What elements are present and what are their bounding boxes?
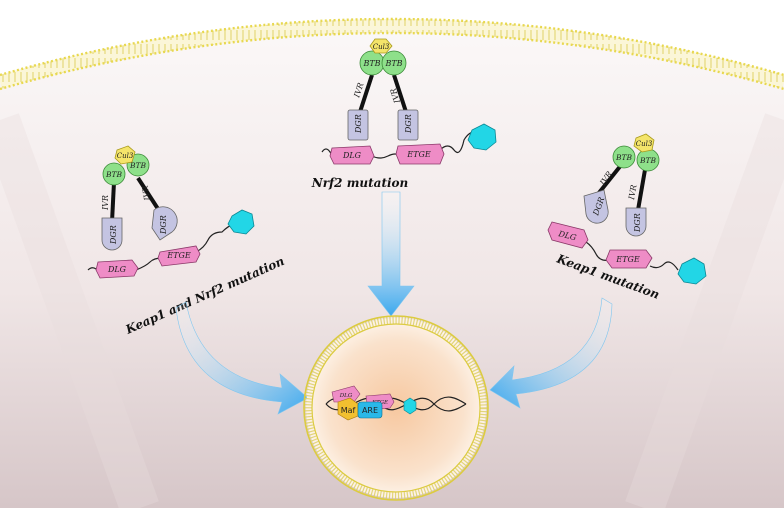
- svg-text:BTB: BTB: [615, 153, 633, 162]
- ivr-label: IVR: [101, 195, 110, 211]
- dgr-domain: DGR: [583, 189, 609, 224]
- cul3-domain: Cul3: [633, 133, 655, 153]
- transcription-complex: DLG ETGE Maf ARE: [331, 385, 417, 421]
- svg-text:DGR: DGR: [159, 215, 168, 235]
- svg-text:Cul3: Cul3: [373, 43, 390, 51]
- dlg-domain: DLG: [329, 145, 375, 165]
- svg-text:ETGE: ETGE: [166, 251, 191, 260]
- nrf2-hexagon: [227, 209, 255, 235]
- nrf2-hexagon: [677, 257, 707, 285]
- btb-domain: BTB: [612, 145, 636, 169]
- dgr-domain: DGR: [625, 207, 647, 237]
- svg-text:DLG: DLG: [342, 151, 362, 160]
- svg-text:ARE: ARE: [362, 406, 378, 415]
- ivr-label: IVR: [627, 184, 639, 201]
- dgr-domain: DGR: [151, 206, 178, 241]
- are-element: ARE: [357, 401, 383, 419]
- svg-text:Cul3: Cul3: [636, 140, 653, 148]
- dgr-domain: DGR: [347, 109, 369, 141]
- etge-domain: ETGE: [395, 143, 445, 165]
- svg-text:DLG: DLG: [107, 265, 127, 274]
- arrow-from-left: [175, 301, 309, 415]
- svg-text:BTB: BTB: [384, 59, 402, 68]
- nucleus: [303, 315, 489, 501]
- dlg-domain: DLG: [95, 259, 139, 279]
- svg-text:Cul3: Cul3: [117, 152, 134, 160]
- svg-text:DLG: DLG: [339, 393, 353, 399]
- svg-text:DGR: DGR: [633, 213, 642, 233]
- svg-text:DGR: DGR: [354, 114, 363, 134]
- svg-text:ETGE: ETGE: [406, 150, 431, 159]
- svg-text:Maf: Maf: [341, 406, 356, 415]
- complex-nrf2-mutation: IVR IVR DGR DGR DLG ETGE BTB BTB: [311, 38, 497, 190]
- etge-domain: ETGE: [157, 245, 201, 267]
- svg-text:DGR: DGR: [404, 114, 413, 134]
- svg-text:BTB: BTB: [362, 59, 380, 68]
- svg-text:ETGE: ETGE: [615, 255, 640, 264]
- dgr-domain: DGR: [397, 109, 419, 141]
- btb-domain: BTB: [102, 162, 126, 186]
- nrf2-hexagon: [467, 123, 497, 151]
- dlg-domain: DLG: [331, 385, 361, 403]
- svg-text:BTB: BTB: [129, 161, 147, 170]
- dgr-domain: DGR: [101, 217, 123, 251]
- btb-domain: BTB: [636, 148, 660, 172]
- dlg-domain: DLG: [547, 221, 589, 249]
- nrf2-hexagon: [403, 397, 417, 415]
- btb-domain: BTB: [359, 50, 385, 76]
- outer-sector-edge: [0, 113, 784, 508]
- nrf2-chain: [87, 223, 235, 271]
- caption-nrf2-mutation: Nrf2 mutation: [311, 176, 409, 190]
- arrow-from-right: [489, 297, 613, 409]
- ivr-label: IVR: [141, 185, 153, 202]
- etge-domain: ETGE: [605, 249, 653, 269]
- btb-domain: BTB: [381, 50, 407, 76]
- arrow-down-center: [367, 191, 415, 317]
- svg-text:BTB: BTB: [105, 170, 123, 179]
- svg-text:DGR: DGR: [109, 225, 118, 245]
- svg-text:BTB: BTB: [639, 156, 657, 165]
- cul3-domain: Cul3: [369, 38, 393, 54]
- cul3-domain: Cul3: [114, 145, 136, 165]
- cell-membrane: [0, 17, 784, 91]
